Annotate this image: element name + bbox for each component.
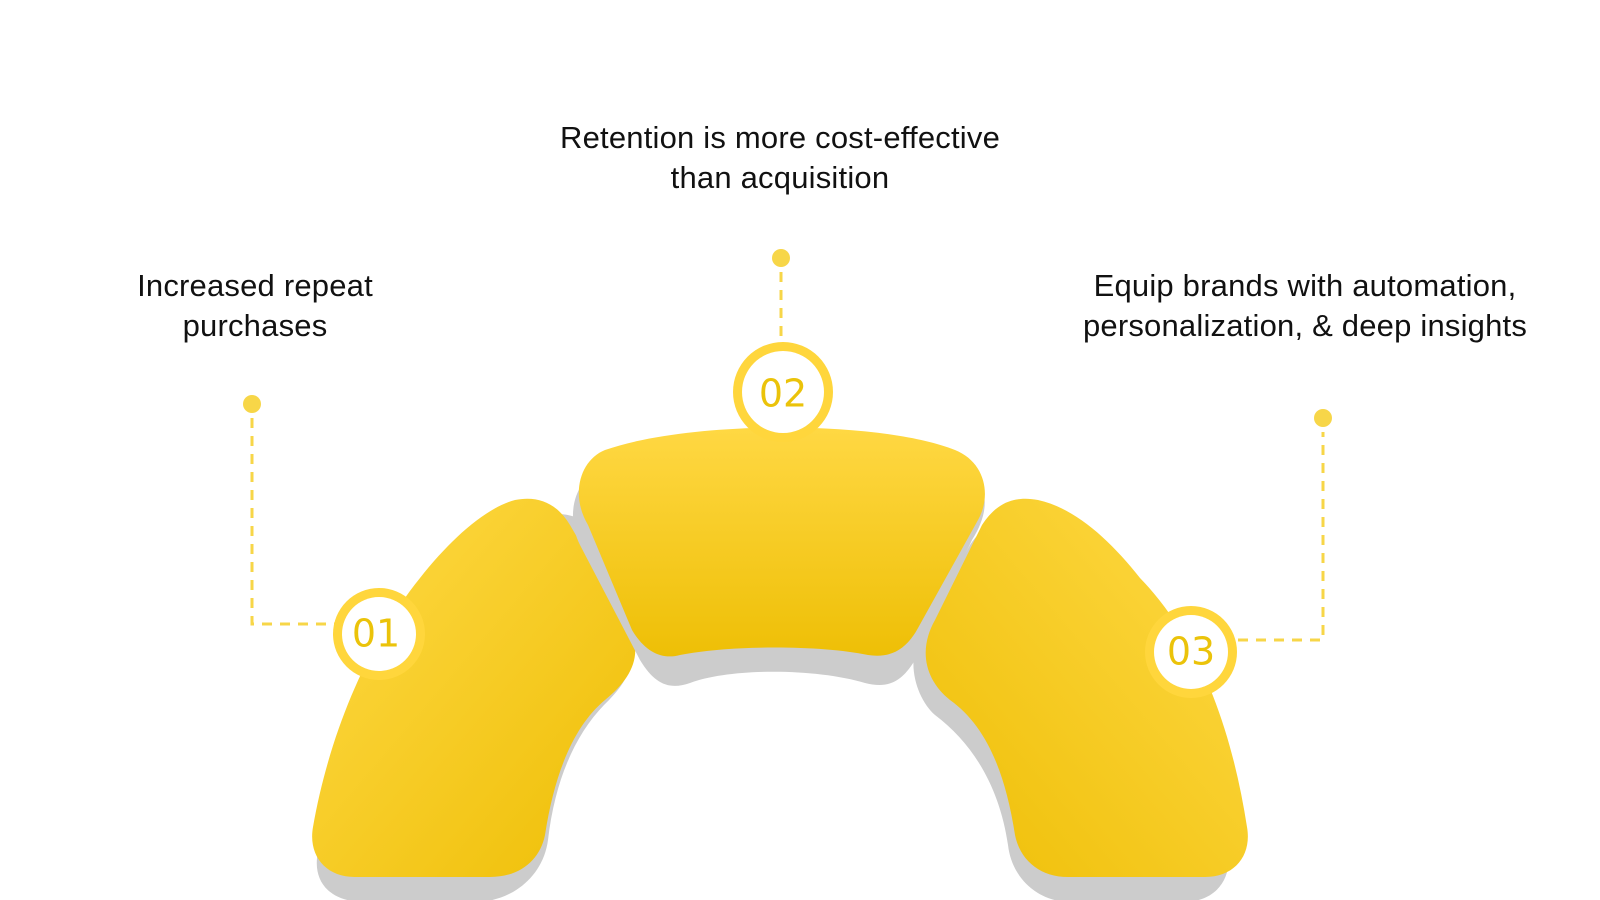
badge-1: 01 — [333, 588, 425, 680]
badge-2-number: 02 — [759, 372, 807, 416]
connector-3-dot — [1314, 409, 1332, 427]
segment-3 — [913, 498, 1248, 900]
connector-1-line — [250, 418, 340, 626]
badge-2-core — [742, 351, 824, 433]
badge-1-number: 01 — [352, 612, 400, 656]
segment-2 — [572, 427, 985, 686]
connector-3-line — [1238, 432, 1325, 642]
step-2-caption: Retention is more cost-effective than ac… — [559, 120, 1001, 195]
step-3-caption: Equip brands with automation, personaliz… — [1082, 268, 1528, 343]
segment-1 — [312, 498, 636, 900]
badge-1-core — [342, 597, 416, 671]
badge-2: 02 — [733, 342, 833, 442]
step-1-caption: Increased repeat purchases — [137, 268, 373, 343]
connector-1-dot — [243, 395, 261, 413]
segment-1-shape — [312, 498, 636, 877]
connector-1 — [250, 418, 340, 626]
badge-3: 03 — [1145, 606, 1237, 698]
segment-3-shape — [925, 498, 1248, 877]
segment-2-shape — [578, 427, 985, 657]
badge-3-core — [1154, 615, 1228, 689]
badge-3-number: 03 — [1167, 630, 1215, 674]
connector-3 — [1238, 432, 1325, 642]
connector-2-dot — [772, 249, 790, 267]
